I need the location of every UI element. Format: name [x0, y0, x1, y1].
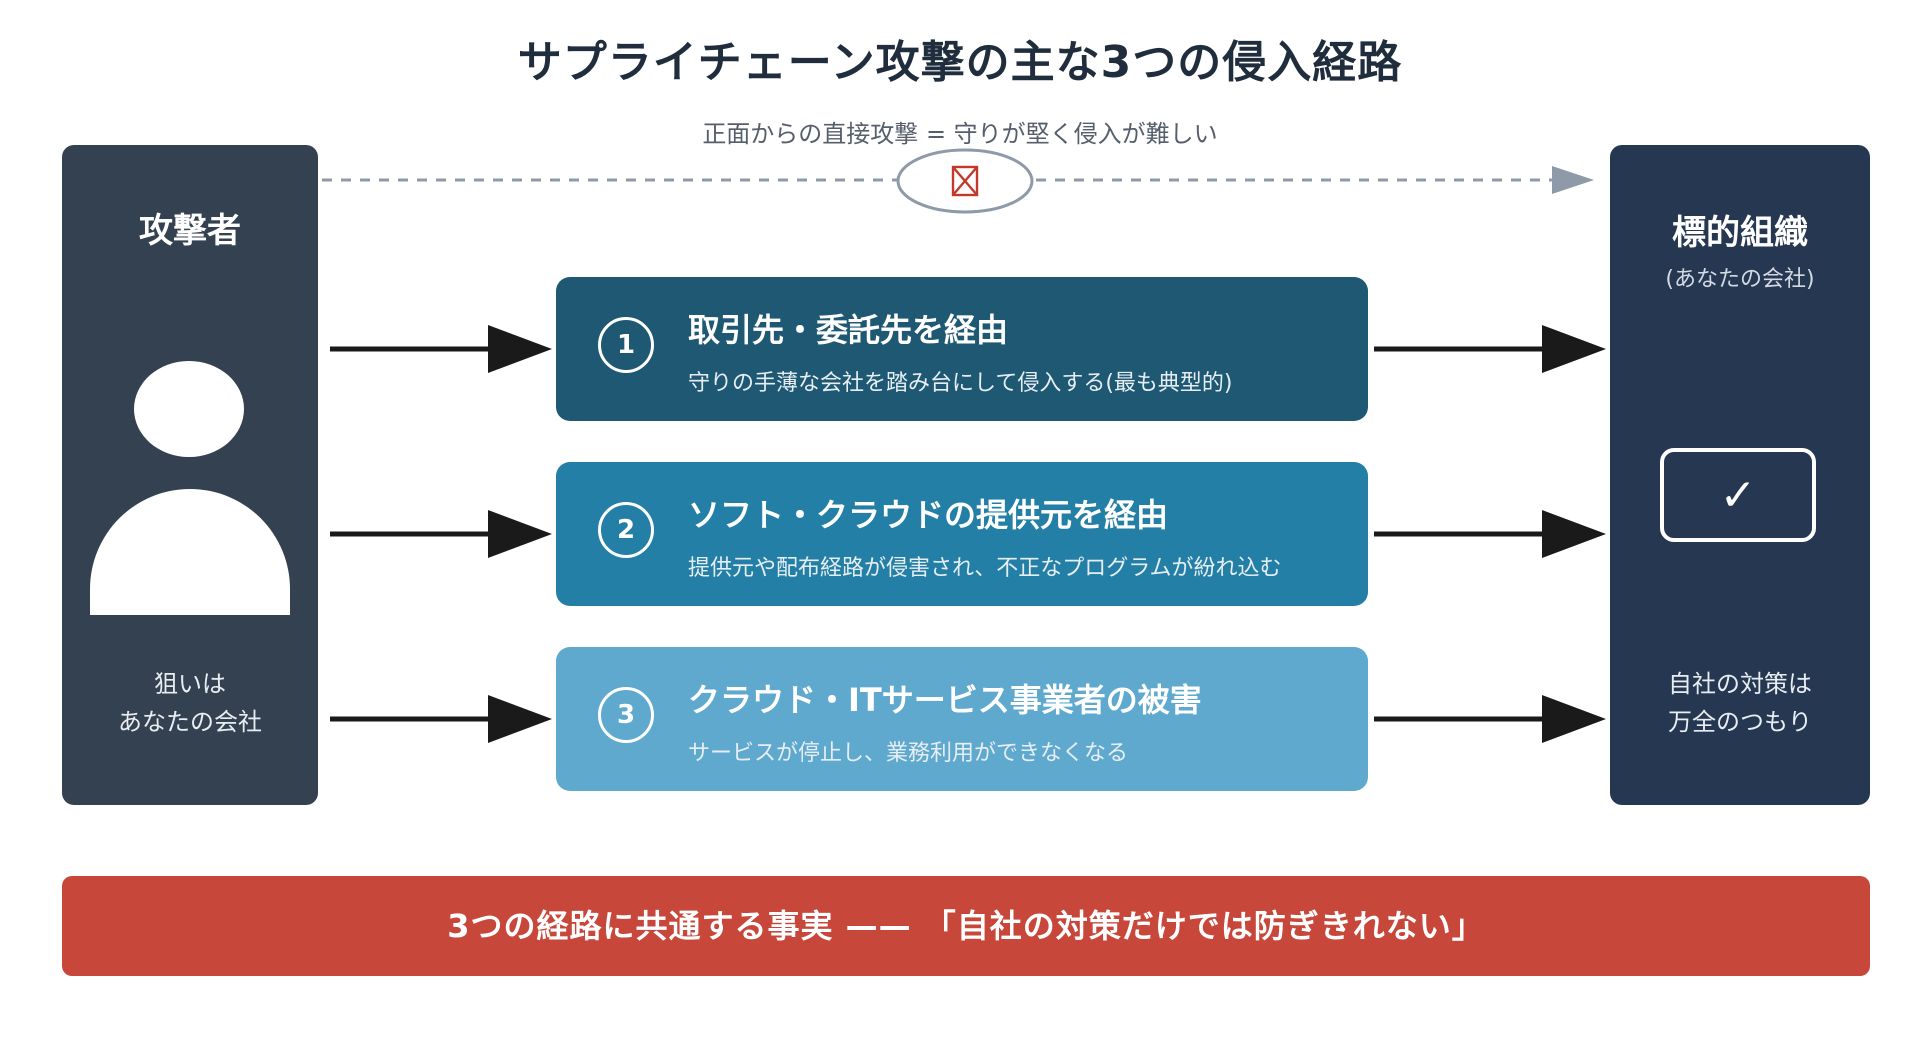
target-caption-line: 自社の対策は	[1668, 670, 1812, 698]
route-title: ソフト・クラウドの提供元を経由	[688, 496, 1169, 534]
check-icon: ✓	[1660, 448, 1816, 542]
target-title: 標的組織	[1672, 213, 1808, 253]
attacker-caption: 狙いは あなたの会社	[62, 665, 318, 741]
route-description: 守りの手薄な会社を踏み台にして侵入する(最も典型的)	[688, 371, 1233, 396]
route-number-badge: 1	[598, 317, 654, 373]
conclusion-banner: 3つの経路に共通する事実 —— 「自社の対策だけでは防ぎきれない」	[62, 876, 1870, 976]
target-caption: 自社の対策は 万全のつもり	[1610, 665, 1870, 741]
target-panel: 標的組織 (あなたの会社) ✓ 自社の対策は 万全のつもり	[1610, 145, 1870, 805]
direct-attack-arrowhead	[1552, 166, 1594, 194]
route-box-3: 3 クラウド・ITサービス事業者の被害 サービスが停止し、業務利用ができなくなる	[556, 647, 1368, 791]
arrow-route-3-to-target	[1374, 695, 1606, 743]
route-title: クラウド・ITサービス事業者の被害	[688, 681, 1202, 719]
route-title: 取引先・委託先を経由	[688, 311, 1009, 349]
person-head	[134, 361, 244, 457]
check-symbol: ✓	[1719, 469, 1757, 521]
blocked-x-icon	[896, 148, 1034, 214]
diagram-title: サプライチェーン攻撃の主な3つの侵入経路	[517, 37, 1403, 88]
target-caption-line: 万全のつもり	[1668, 708, 1812, 736]
route-box-2: 2 ソフト・クラウドの提供元を経由 提供元や配布経路が侵害され、不正なプログラム…	[556, 462, 1368, 606]
attacker-caption-line: あなたの会社	[118, 708, 262, 736]
direct-attack-label: 正面からの直接攻撃 = 守りが堅く侵入が難しい	[702, 120, 1218, 148]
route-box-1: 1 取引先・委託先を経由 守りの手薄な会社を踏み台にして侵入する(最も典型的)	[556, 277, 1368, 421]
arrow-route-1-to-target	[1374, 325, 1606, 373]
route-number-badge: 3	[598, 687, 654, 743]
attacker-panel: 攻撃者 狙いは あなたの会社	[62, 145, 318, 805]
arrow-attacker-to-route-2	[330, 510, 552, 558]
arrow-attacker-to-route-1	[330, 325, 552, 373]
target-subtitle: (あなたの会社)	[1665, 267, 1815, 292]
route-description: サービスが停止し、業務利用ができなくなる	[688, 741, 1129, 766]
route-description: 提供元や配布経路が侵害され、不正なプログラムが紛れ込む	[688, 556, 1282, 581]
arrow-route-2-to-target	[1374, 510, 1606, 558]
route-number-badge: 2	[598, 502, 654, 558]
attacker-title: 攻撃者	[139, 211, 241, 251]
arrow-attacker-to-route-3	[330, 695, 552, 743]
person-body	[90, 489, 290, 615]
attacker-caption-line: 狙いは	[154, 670, 226, 698]
